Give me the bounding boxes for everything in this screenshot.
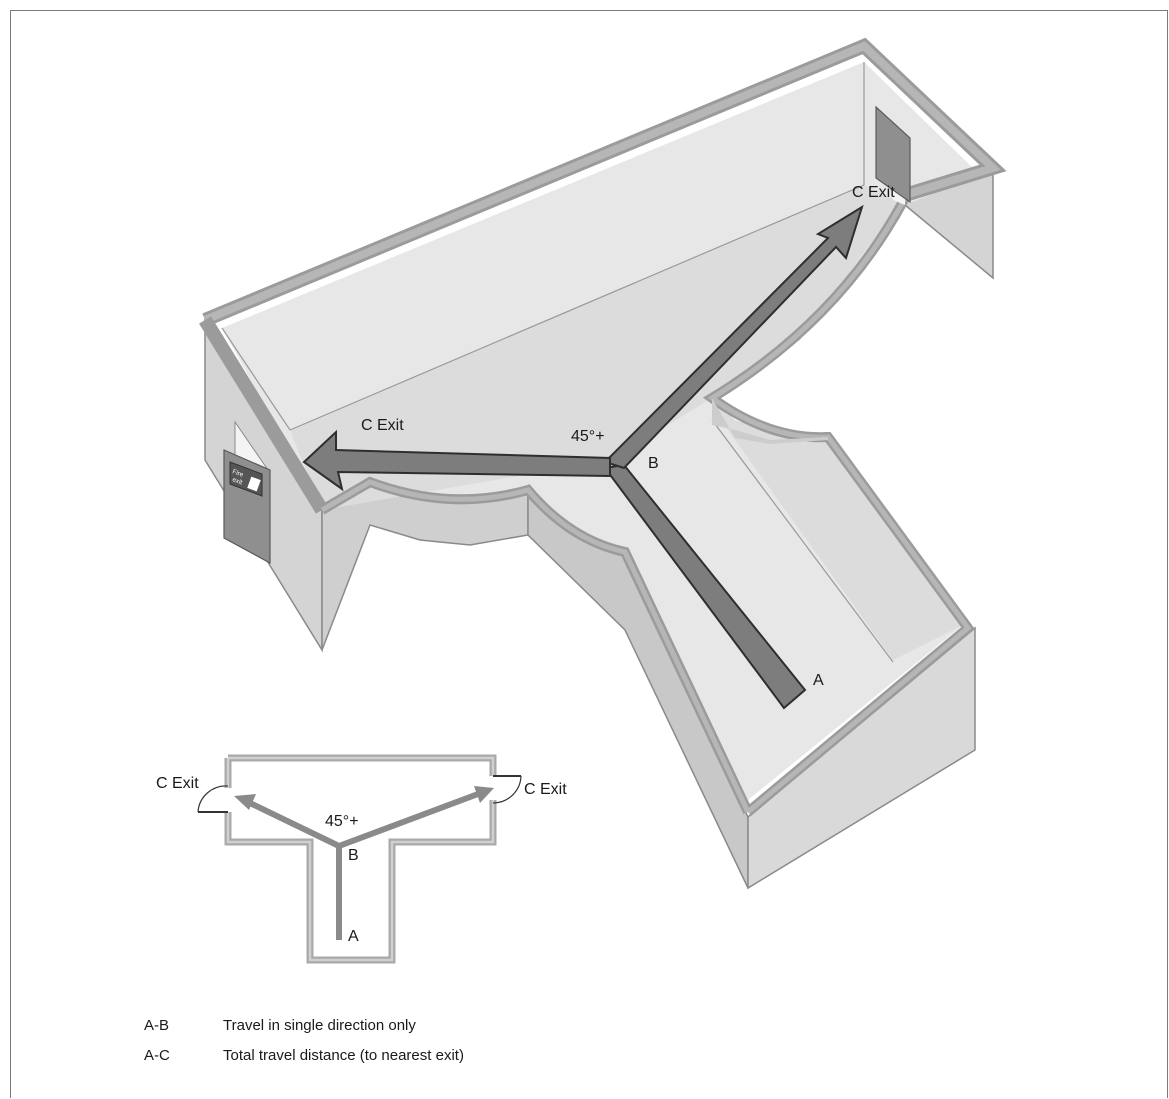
legend-key: A-B	[144, 1017, 170, 1034]
label-exit-right: C Exit	[852, 184, 895, 201]
wall-top-left	[199, 316, 328, 514]
floor-inner-shade	[290, 185, 963, 660]
label-point-b: B	[648, 455, 659, 472]
legend-key: A-C	[144, 1047, 170, 1064]
label-angle: 45°+	[571, 428, 605, 445]
plan-arrow-b-right	[337, 791, 480, 849]
floor-edge-line	[289, 184, 865, 431]
floor-plan: C Exit C Exit 45°+ B A	[156, 754, 567, 964]
label-exit-left: C Exit	[361, 417, 404, 434]
wall-top-right-curve-inner	[707, 196, 972, 814]
wall-top-front-curve-inner	[320, 479, 751, 814]
legend-row-a-b: A-B Travel in single direction only	[144, 1017, 416, 1034]
legend-row-a-c: A-C Total travel distance (to nearest exi…	[144, 1047, 464, 1064]
svg-text:exit: exit	[231, 476, 243, 486]
plan-arrowhead-left	[234, 794, 256, 810]
plan-arrow-b-left	[248, 800, 341, 849]
isometric-room: Fire exit C Exit C Exit 45°+ B A	[199, 37, 1007, 890]
plan-walls	[224, 754, 497, 964]
plan-door-left-swing	[197, 785, 229, 813]
plan-door-right-swing	[492, 775, 522, 804]
left-corner-line	[221, 327, 291, 431]
arrow-b-to-c-right	[603, 204, 864, 470]
plan-label-point-b: B	[348, 847, 359, 864]
svg-text:Fire: Fire	[231, 468, 244, 479]
plan-label-exit-right: C Exit	[524, 781, 567, 798]
plan-walls-inner	[226, 756, 495, 962]
wall-top-back-inner	[203, 41, 1001, 324]
legend-text: Total travel distance (to nearest exit)	[223, 1047, 464, 1064]
stem-floor-line	[711, 419, 894, 663]
legend-text: Travel in single direction only	[223, 1017, 416, 1034]
plan-label-exit-left: C Exit	[156, 775, 199, 792]
wall-face-right-curve	[712, 398, 828, 444]
fire-exit-sign: Fire exit	[229, 461, 263, 497]
right-door	[875, 105, 911, 204]
arrow-b-to-c-left	[302, 429, 611, 492]
label-point-a: A	[813, 672, 824, 689]
plan-label-point-a: A	[348, 928, 359, 945]
plan-label-angle: 45°+	[325, 813, 359, 830]
plan-arrowhead-right	[474, 786, 494, 803]
wall-face-front-left	[321, 479, 529, 651]
diagram-frame	[10, 10, 1168, 1098]
